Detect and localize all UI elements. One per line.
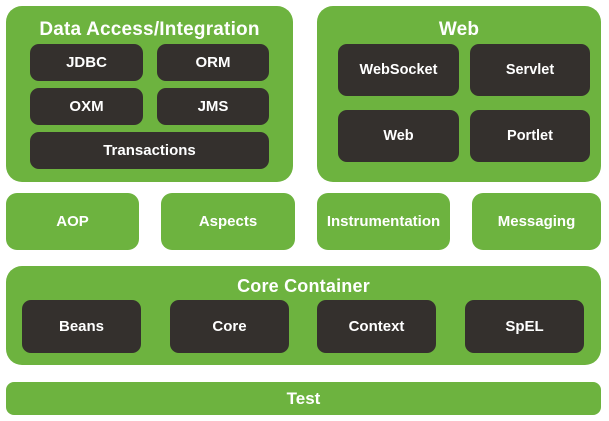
module-websocket[interactable]: WebSocket	[338, 44, 459, 96]
module-aop[interactable]: AOP	[6, 193, 139, 250]
module-core[interactable]: Core	[170, 300, 289, 353]
module-transactions[interactable]: Transactions	[30, 132, 269, 169]
module-test[interactable]: Test	[6, 382, 601, 415]
group-title-core-container: Core Container	[237, 276, 370, 296]
group-title-web: Web	[438, 19, 480, 40]
module-oxm[interactable]: OXM	[30, 88, 143, 125]
module-jms[interactable]: JMS	[157, 88, 269, 125]
module-servlet[interactable]: Servlet	[470, 44, 590, 96]
module-messaging[interactable]: Messaging	[472, 193, 601, 250]
module-orm[interactable]: ORM	[157, 44, 269, 81]
module-web[interactable]: Web	[338, 110, 459, 162]
module-beans[interactable]: Beans	[22, 300, 141, 353]
module-spel[interactable]: SpEL	[465, 300, 584, 353]
module-aspects[interactable]: Aspects	[161, 193, 295, 250]
module-context[interactable]: Context	[317, 300, 436, 353]
module-jdbc[interactable]: JDBC	[30, 44, 143, 81]
module-portlet[interactable]: Portlet	[470, 110, 590, 162]
module-instrumentation[interactable]: Instrumentation	[317, 193, 450, 250]
group-title-data-access: Data Access/Integration	[39, 19, 260, 40]
